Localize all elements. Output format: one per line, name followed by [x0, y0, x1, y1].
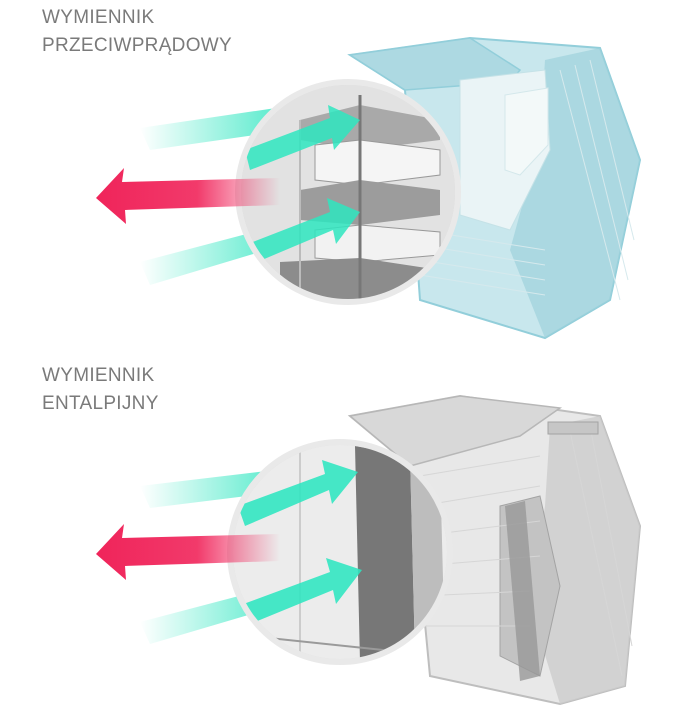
fresh-air-arrow-top	[140, 448, 360, 508]
enthalpy-title-line1: WYMIENNIK	[42, 365, 155, 386]
enthalpy-magnifier	[227, 439, 453, 665]
exhaust-air-arrow	[96, 168, 280, 224]
enthalpy-core	[347, 394, 642, 706]
enthalpy-title-line2: ENTALPIJNY	[42, 393, 159, 414]
counterflow-magnifier	[235, 79, 461, 305]
enthalpy-exchanger-panel: WYMIENNIK ENTALPIJNY	[0, 356, 691, 712]
counterflow-exchanger-panel: WYMIENNIK PRZECIWPRĄDOWY	[42, 4, 642, 340]
enthalpy-title: WYMIENNIK ENTALPIJNY	[42, 362, 159, 418]
counterflow-title-line2: PRZECIWPRĄDOWY	[42, 35, 232, 56]
counterflow-title-line1: WYMIENNIK	[42, 7, 155, 28]
enthalpy-illustration	[96, 394, 642, 706]
counterflow-illustration	[96, 36, 642, 340]
counterflow-title: WYMIENNIK PRZECIWPRĄDOWY	[42, 4, 232, 60]
exhaust-air-arrow	[96, 524, 280, 580]
